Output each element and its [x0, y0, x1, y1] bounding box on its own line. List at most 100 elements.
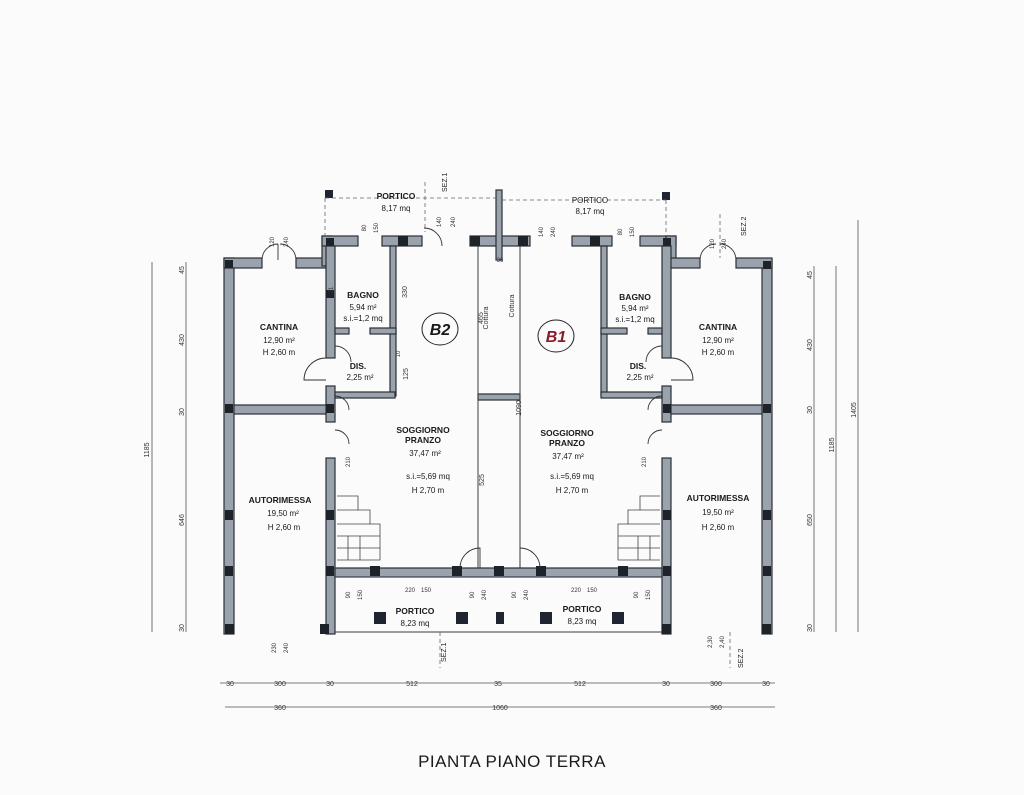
soggiorno-left-name1: SOGGIORNO: [396, 425, 450, 435]
soggiorno-left-h: H 2,70 m: [412, 486, 445, 495]
sez1-bottom-label: SEZ.1: [441, 642, 448, 662]
wall-dis-right-south: [600, 391, 663, 399]
wall-outer-left: [223, 257, 235, 635]
dim-b1-4: 35: [494, 681, 502, 688]
drawing-title: PIANTA PIANO TERRA: [418, 752, 606, 771]
unit-b2-badge: [421, 312, 459, 346]
dim-left-inner-4: 30: [179, 624, 186, 632]
dim-right-inner-4: 30: [807, 624, 814, 632]
bagno-left-area: 5,94 m²: [349, 303, 376, 312]
thin-lines: [324, 182, 731, 668]
wall-top-bagno-left-a: [321, 235, 359, 247]
wall-bagno-left-south-b: [369, 327, 397, 335]
sez1-top-label: SEZ.1: [442, 172, 449, 192]
dim-330: 330: [402, 286, 409, 298]
doors: [261, 227, 737, 569]
dim-80-left: 80: [362, 224, 368, 231]
wall-top-cantina-left-a: [223, 257, 263, 269]
dim-220-a: 220: [405, 588, 416, 594]
soggiorno-right-name1: SOGGIORNO: [540, 428, 594, 438]
sez2-top-label: SEZ.2: [741, 216, 748, 236]
dim-90-c: 90: [512, 591, 518, 598]
dim-left-inner-0: 45: [179, 266, 186, 274]
dis-left-area: 2,25 m²: [346, 373, 373, 382]
portico-bottom-left-area: 8,23 mq: [401, 619, 430, 628]
soggiorno-right-h: H 2,70 m: [556, 486, 589, 495]
dim-right-inner-1: 430: [807, 339, 814, 351]
dim-right-inner-2: 30: [807, 406, 814, 414]
soggiorno-left-area: 37,47 m²: [409, 449, 441, 458]
wall-cantina-autorimessa-left: [233, 404, 327, 415]
dim-right-inner-3: 650: [807, 514, 814, 526]
wall-bagno-right-south: [600, 327, 628, 335]
dim-125: 125: [403, 368, 410, 380]
dim-140-right: 140: [539, 226, 545, 237]
autorimessa-right-h: H 2,60 m: [702, 523, 735, 532]
wall-central-top: [495, 189, 503, 261]
columns: [225, 190, 771, 634]
dim-b2-2: 360: [710, 705, 722, 712]
dim-140-left: 140: [437, 216, 443, 227]
dimension-lines: [151, 220, 859, 708]
wall-bagno-left-east: [389, 245, 397, 397]
dim-240-right: 240: [722, 238, 728, 249]
dim-240-c: 240: [524, 589, 530, 600]
wall-top-cantina-right-b: [735, 257, 773, 269]
bagno-left-name: BAGNO: [347, 290, 379, 300]
autorimessa-left-h: H 2,60 m: [268, 523, 301, 532]
dim-10: 10: [396, 350, 402, 357]
soggiorno-left-name2: PRANZO: [405, 435, 441, 445]
dim-b1-8: 30: [762, 681, 770, 688]
dim-right-outer-b: 1405: [851, 402, 858, 418]
wall-outer-right: [761, 259, 773, 635]
dim-2-30: 2,30: [708, 636, 714, 648]
autorimessa-right-name: AUTORIMESSA: [687, 493, 750, 503]
dim-1090: 1090: [516, 400, 523, 416]
cantina-left-h: H 2,60 m: [263, 348, 296, 357]
dim-b1-5: 512: [574, 681, 586, 688]
dim-left-inner-3: 646: [179, 514, 186, 526]
wall-inner-right-lower: [661, 457, 672, 635]
dim-90-b: 90: [470, 591, 476, 598]
bagno-right-si: s.i.=1,2 mq: [615, 315, 654, 324]
dim-b1-6: 30: [662, 681, 670, 688]
wall-inner-left-lower: [325, 457, 336, 635]
dim-b2-0: 360: [274, 705, 286, 712]
dim-90-a: 90: [346, 591, 352, 598]
stairs: [337, 495, 660, 561]
bagno-right-name: BAGNO: [619, 292, 651, 302]
cantina-right-name: CANTINA: [699, 322, 737, 332]
cantina-right-h: H 2,60 m: [702, 348, 735, 357]
bagno-right-area: 5,94 m²: [621, 304, 648, 313]
dim-240-b: 240: [482, 589, 488, 600]
portico-top-left-name: PORTICO: [377, 191, 416, 201]
dim-150-b: 150: [421, 588, 432, 594]
soggiorno-right-name2: PRANZO: [549, 438, 585, 448]
dim-150-a: 150: [358, 589, 364, 600]
dim-b1-0: 30: [226, 681, 234, 688]
dim-90-d: 90: [634, 591, 640, 598]
autorimessa-left-area: 19,50 m²: [267, 509, 299, 518]
dim-right-inner-0: 45: [807, 271, 814, 279]
dis-left-name: DIS.: [350, 361, 367, 371]
dim-210-b: 210: [642, 456, 648, 467]
wall-bagno-right-west: [600, 245, 608, 397]
cantina-right-area: 12,90 m²: [702, 336, 734, 345]
dim-b1-3: 512: [406, 681, 418, 688]
dim-465: 465: [478, 312, 485, 324]
dim-b1-1: 300: [274, 681, 286, 688]
dim-230: 230: [272, 642, 278, 653]
wall-central-mid: [477, 393, 521, 401]
dim-240-top: 240: [451, 216, 457, 227]
sez2-bottom-label: SEZ.2: [738, 648, 745, 668]
dim-80-right: 80: [618, 228, 624, 235]
bagno-left-si: s.i.=1,2 mq: [343, 314, 382, 323]
dim-b1-7: 300: [710, 681, 722, 688]
dim-210-a: 210: [346, 456, 352, 467]
cantina-left-name: CANTINA: [260, 322, 298, 332]
portico-bottom-left-name: PORTICO: [396, 606, 435, 616]
soggiorno-right-area: 37,47 m²: [552, 452, 584, 461]
dim-240-left: 240: [284, 236, 290, 247]
wall-cantina-autorimessa-right: [670, 404, 763, 415]
portico-top-left-area: 8,17 mq: [382, 204, 411, 213]
